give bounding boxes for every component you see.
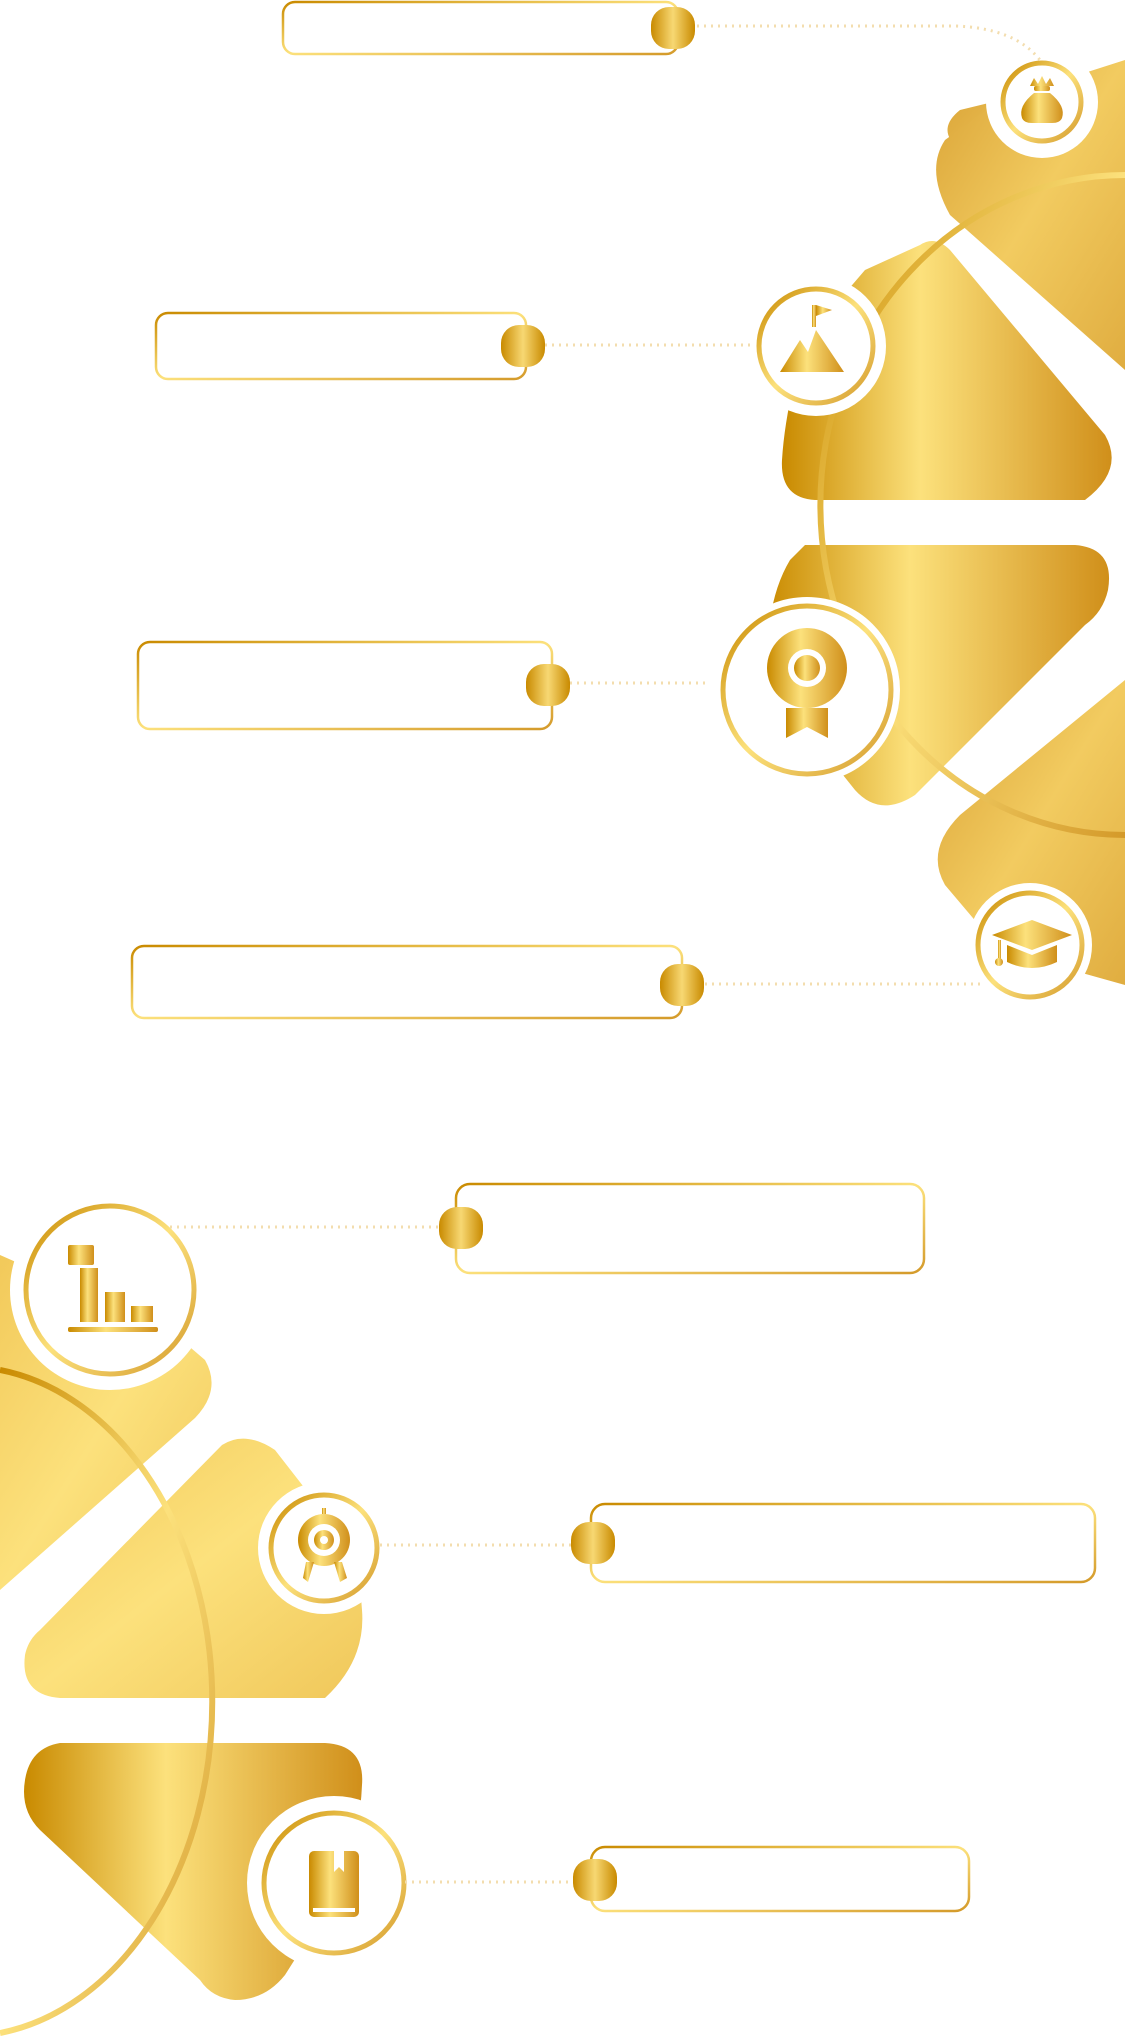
top-step-4-label-box [130, 944, 704, 1020]
top-step-3-label-box [136, 640, 570, 731]
book-icon [309, 1851, 359, 1917]
top-badge-3 [714, 597, 900, 783]
target-award-icon [298, 1508, 350, 1582]
top-ring-arc [817, 172, 1125, 838]
award-badge-icon [767, 628, 847, 738]
top-badge-2 [746, 276, 886, 416]
bottom-connectors [170, 1225, 575, 1884]
bottom-step-2-label-box [571, 1502, 1097, 1584]
bottom-badge-3 [247, 1796, 421, 1970]
bottom-step-3-label-box [573, 1845, 971, 1913]
top-connectors [545, 24, 1042, 986]
top-badge-4 [968, 883, 1092, 1007]
bar-chart-icon [68, 1245, 158, 1332]
bottom-ring-arc [0, 1367, 216, 2036]
graduation-cap-icon [992, 920, 1072, 968]
bottom-step-1-label-box [439, 1182, 926, 1275]
money-bag-icon [1021, 76, 1063, 123]
top-step-2-label-box [154, 311, 545, 381]
top-badge-1 [986, 46, 1098, 158]
mountain-flag-icon [780, 305, 844, 372]
bottom-badge-1 [10, 1190, 210, 1390]
bottom-badge-2 [258, 1482, 390, 1614]
top-step-1-label-box [281, 0, 695, 56]
